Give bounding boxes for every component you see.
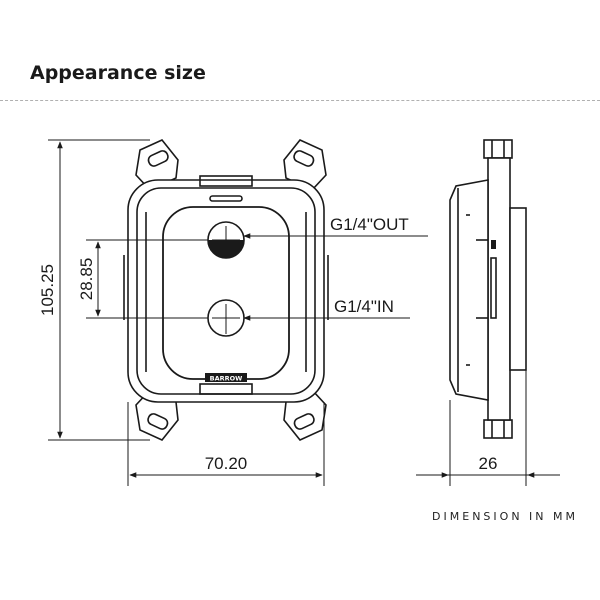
outlet-port-label: G1/4"OUT <box>330 215 409 234</box>
page-title: Appearance size <box>30 62 206 84</box>
mount-ear-top-right <box>283 139 327 191</box>
side-view <box>449 139 527 439</box>
inlet-port <box>207 299 245 337</box>
height-dimension-value: 105.25 <box>38 264 57 316</box>
units-note: DIMENSION IN MM <box>432 510 578 523</box>
width-dimension-value: 70.20 <box>205 454 248 473</box>
outlet-port <box>207 221 245 259</box>
depth-dimension-value: 26 <box>479 454 498 473</box>
inlet-port-label: G1/4"IN <box>334 297 394 316</box>
port-spacing-value: 28.85 <box>77 258 96 301</box>
dashed-divider <box>0 100 600 101</box>
bracket-outer-frame <box>127 179 325 403</box>
logo-badge <box>205 373 247 382</box>
logo-text: BARROW <box>210 375 243 383</box>
mount-ear-top-left <box>135 139 179 191</box>
dimension-lines <box>48 139 560 486</box>
front-view <box>123 139 329 441</box>
